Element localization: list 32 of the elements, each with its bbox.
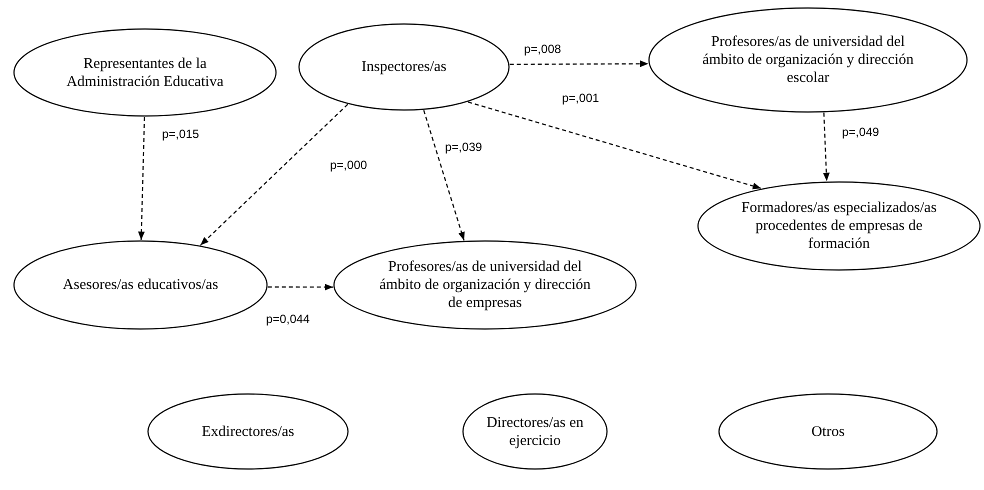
edge-label: p=,008 [524, 42, 562, 56]
ellipse-node [333, 240, 637, 330]
node-label: Exdirectores/as [202, 422, 294, 440]
node-label: Inspectores/as [362, 58, 446, 76]
ellipse-node [298, 23, 510, 111]
node-label: Directores/as en ejercicio [485, 414, 585, 450]
edge-label: p=,039 [445, 140, 482, 154]
edge-label: p=,049 [842, 125, 880, 139]
ellipse-node [13, 28, 277, 117]
node-label: Asesores/as educativos/as [62, 276, 218, 294]
dashed-arrow [510, 60, 648, 68]
node-label: Otros [811, 422, 845, 440]
edge-label: p=,000 [330, 158, 368, 172]
ellipse-node [697, 181, 981, 271]
edge-label: p=,015 [162, 127, 200, 141]
dashed-arrow [423, 110, 465, 241]
dashed-arrow [138, 116, 146, 240]
ellipse-node [13, 240, 268, 330]
dashed-arrow [200, 104, 348, 246]
ellipse-node [648, 7, 968, 113]
dashed-arrow [268, 284, 334, 290]
edge-label: p=,001 [562, 91, 600, 105]
dashed-arrow [468, 101, 762, 190]
dashed-arrow [823, 112, 830, 182]
edge-label: p=0,044 [266, 312, 310, 326]
node-label: Profesores/as de universidad del ámbito de organización y dirección de empresas [378, 258, 592, 312]
ellipse-node [147, 393, 349, 470]
node-label: Formadores/as especializados/as procedentes de empresas de formación [740, 199, 938, 253]
node-label: Profesores/as de universidad del ámbito de organización y dirección escolar [701, 33, 915, 87]
ellipse-node [718, 393, 938, 470]
node-label: Representantes de la Administración Educativa [65, 54, 225, 90]
ellipse-node [462, 393, 608, 470]
